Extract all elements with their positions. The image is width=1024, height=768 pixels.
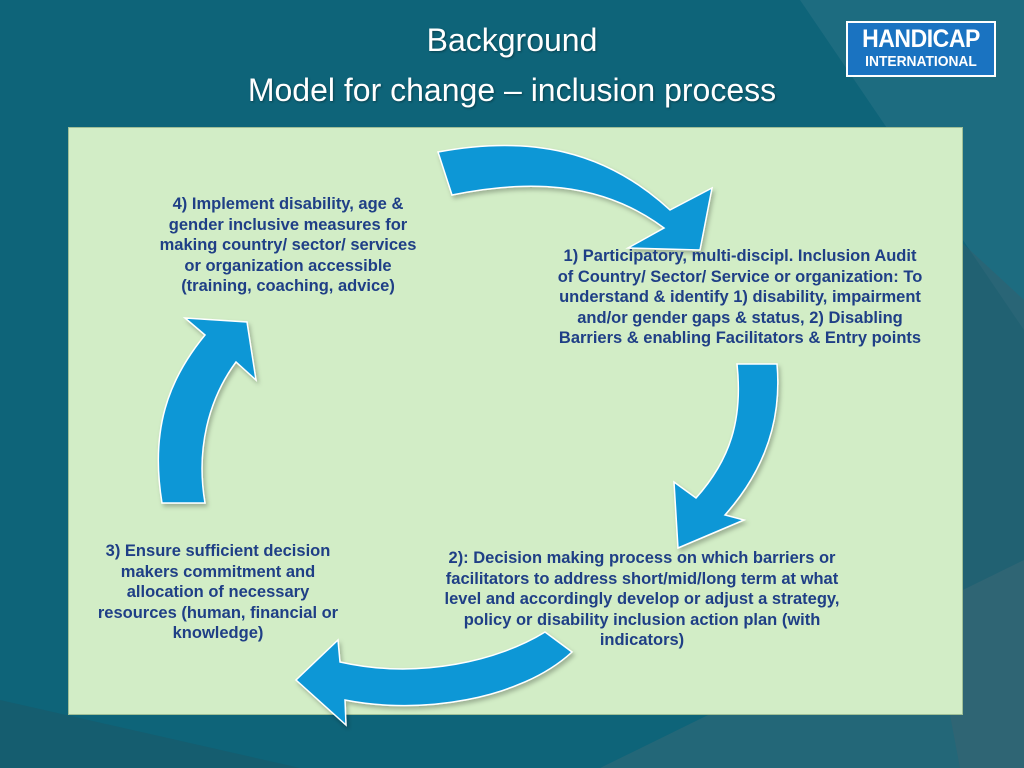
arrow-step3-to-step4 — [157, 317, 258, 504]
logo-line1: HANDICAP — [862, 25, 980, 53]
logo-line2: INTERNATIONAL — [865, 53, 977, 70]
step2-decision-making: 2): Decision making process on which bar… — [444, 549, 840, 649]
slide-subtitle: Model for change – inclusion process — [247, 72, 777, 108]
arrow-step4-to-step1 — [437, 144, 714, 251]
diagram-panel — [68, 127, 963, 715]
step1-inclusion-audit: 1) Participatory, multi-discipl. Inclusi… — [557, 247, 923, 347]
arrow-step1-to-step2 — [673, 363, 779, 550]
handicap-international-logo: HANDICAP INTERNATIONAL — [846, 21, 996, 77]
arrow-step2-to-step3 — [294, 631, 574, 727]
step3-ensure-commitment: 3) Ensure sufficient decision makers com… — [97, 542, 339, 642]
slide-title: Background — [426, 22, 598, 58]
step4-implement-measures: 4) Implement disability, age & gender in… — [159, 195, 417, 295]
